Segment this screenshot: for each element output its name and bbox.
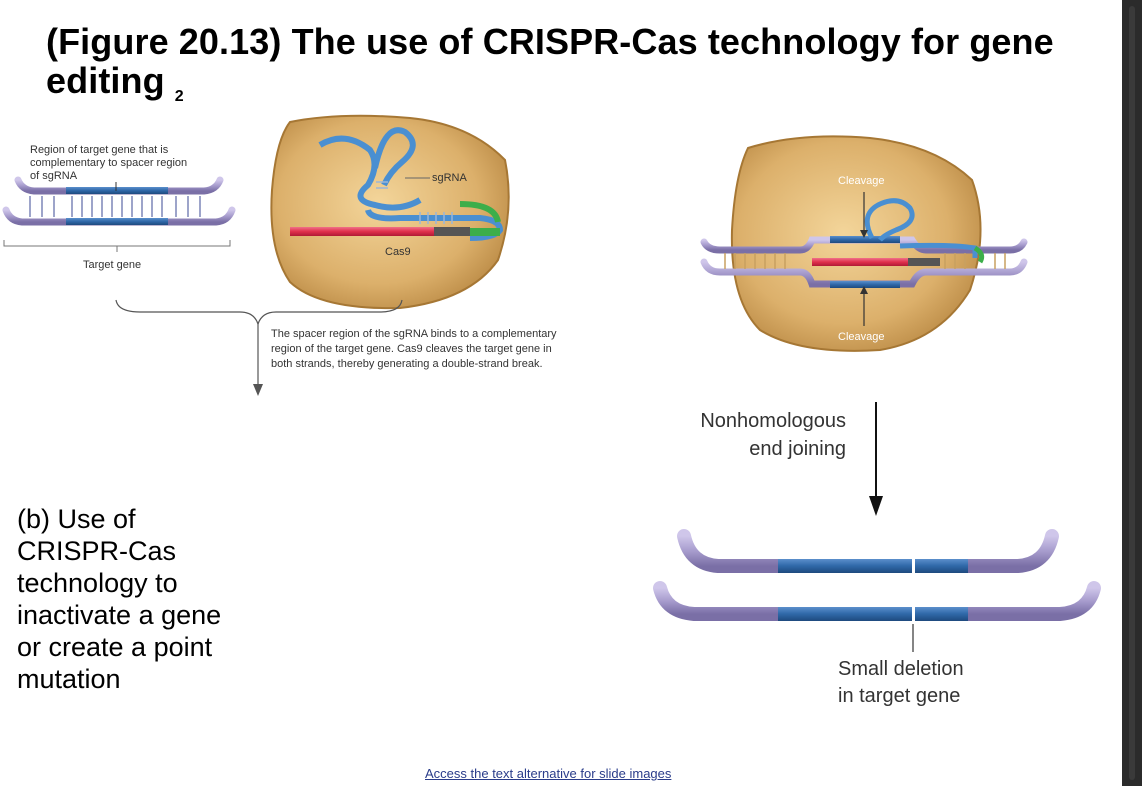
slide-title: (Figure 20.13) The use of CRISPR-Cas tec… (46, 22, 1122, 116)
slide-title-suffix: 2 (174, 88, 184, 106)
cleavage-cell (700, 135, 1028, 352)
binding-text-line-1: The spacer region of the sgRNA binds to … (271, 328, 557, 340)
nhej-label-line-1: Nonhomologous (700, 410, 846, 432)
region-label-line-1: Region of target gene that is (30, 144, 169, 156)
region-label-line-3: of sgRNA (30, 170, 78, 182)
scrollbar-thumb[interactable] (1129, 6, 1135, 780)
repaired-gene-strands (653, 529, 1101, 652)
panel-caption: (b) Use of CRISPR-Cas technology to inac… (17, 504, 222, 694)
nhej-label: Nonhomologous end joining (700, 410, 846, 460)
binding-text-line-3: both strands, thereby generating a doubl… (271, 358, 543, 370)
target-gene-label: Target gene (83, 259, 141, 271)
binding-text: The spacer region of the sgRNA binds to … (271, 328, 557, 370)
binding-text-line-2: region of the target gene. Cas9 cleaves … (271, 343, 552, 355)
nhej-label-line-2: end joining (749, 438, 846, 460)
cas9-label: Cas9 (385, 246, 411, 258)
deletion-label-line-2: in target gene (838, 685, 960, 707)
text-alternative-link[interactable]: Access the text alternative for slide im… (425, 766, 672, 781)
region-label-line-2: complementary to spacer region (30, 157, 187, 169)
cleavage-bottom-label: Cleavage (838, 331, 884, 343)
cleavage-top-label: Cleavage (838, 175, 884, 187)
deletion-label-line-1: Small deletion (838, 658, 964, 680)
region-label: Region of target gene that is complement… (30, 144, 187, 182)
binding-arrow-head (253, 384, 263, 396)
scrollbar[interactable] (1122, 0, 1142, 786)
sgrna-label: sgRNA (432, 172, 468, 184)
cas9-cell (270, 114, 510, 310)
binding-brace (115, 299, 403, 385)
deletion-label: Small deletion in target gene (838, 658, 964, 707)
nhej-arrow-head (869, 496, 883, 516)
target-gene-strands (2, 176, 236, 252)
slide-title-text: (Figure 20.13) The use of CRISPR-Cas tec… (46, 21, 1054, 101)
